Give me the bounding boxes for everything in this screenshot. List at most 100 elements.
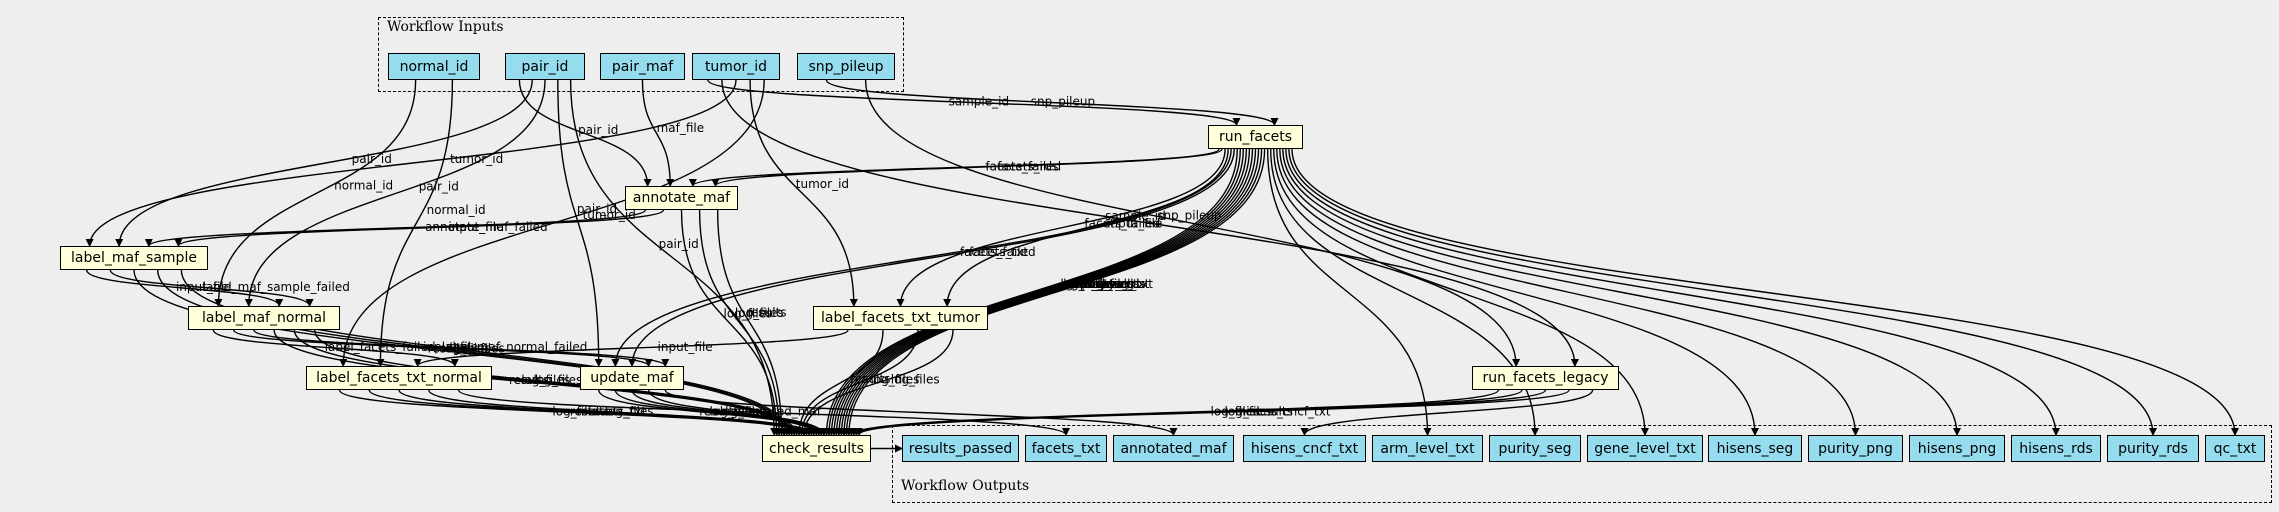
edge-annotate_maf-to-label_maf_sample	[144, 209, 647, 247]
edge-tumor_id-to-label_facets_txt_tumor	[749, 79, 858, 307]
edge-annotate_maf-to-label_maf_sample	[174, 209, 665, 247]
edge-run_facets-to-gene_level_txt	[1273, 148, 1649, 436]
output-facets-txt[interactable]: facets_txt	[1025, 435, 1107, 462]
step-label: annotate_maf	[632, 190, 731, 206]
edge-run_facets-to-annotate_maf	[711, 148, 1223, 187]
output-arm-level-txt[interactable]: arm_level_txt	[1372, 435, 1483, 462]
edge-run_facets-to-qc_txt	[1291, 148, 2239, 436]
edge-pair_id-to-check_results	[569, 79, 779, 436]
edge-update_maf-to-check_results	[631, 389, 826, 436]
edge-run_facets-to-check_results	[829, 148, 1248, 436]
edge-run_facets-to-hisens_rds	[1285, 148, 2060, 436]
edge-run_facets-to-hisens_seg	[1276, 148, 1759, 436]
edge-run_facets-to-update_maf	[611, 148, 1232, 367]
edge-update_maf-to-check_results	[598, 389, 821, 436]
edge-label_facets_txt_tumor-to-check_results	[800, 329, 954, 436]
output-hisens-seg[interactable]: hisens_seg	[1708, 435, 1802, 462]
output-annotated-maf[interactable]: annotated_maf	[1113, 435, 1234, 462]
edge-run_facets-to-check_results	[839, 148, 1260, 436]
step-update-maf[interactable]: update_maf	[580, 366, 684, 390]
step-check-results[interactable]: check_results	[762, 435, 871, 462]
output-label: facets_txt	[1031, 440, 1101, 457]
edge-tumor_id-to-label_maf_sample	[85, 79, 737, 247]
output-label: purity_seg	[1498, 440, 1572, 457]
step-label: label_maf_normal	[201, 310, 327, 326]
edge-snp_pileup-to-run_facets	[825, 79, 1279, 126]
edge-run_facets-to-purity_seg	[1270, 148, 1539, 436]
edge-label: normal_id	[334, 179, 393, 193]
input-label: snp_pileup	[808, 58, 884, 75]
output-hisens-rds[interactable]: hisens_rds	[2011, 435, 2101, 462]
input-label: normal_id	[399, 58, 469, 75]
output-purity-rds[interactable]: purity_rds	[2107, 435, 2199, 462]
step-run-facets[interactable]: run_facets	[1208, 125, 1303, 149]
output-label: hisens_rds	[2019, 440, 2093, 457]
edge-pair_id-to-label_maf_normal	[244, 79, 546, 307]
edge-label: pair_id	[352, 152, 392, 166]
edge-snp_pileup-to-run_facets_legacy	[864, 79, 1521, 367]
input-label: pair_maf	[611, 58, 674, 75]
edge-label: facets_txt	[969, 245, 1028, 259]
workflow-inputs-label: Workflow Inputs	[387, 19, 504, 35]
input-label: tumor_id	[704, 58, 768, 75]
output-gene-level-txt[interactable]: gene_level_txt	[1587, 435, 1703, 462]
edge-label: facets_rds	[997, 160, 1058, 174]
edge-label: results	[746, 305, 786, 319]
step-label: label_maf_sample	[71, 250, 197, 266]
step-label-facets-txt-tumor[interactable]: label_facets_txt_tumor	[813, 306, 988, 330]
edge-label_maf_sample-to-check_results	[180, 269, 794, 436]
output-label: hisens_png	[1917, 440, 1997, 457]
edge-run_facets-to-check_results	[844, 148, 1266, 436]
step-annotate-maf[interactable]: annotate_maf	[625, 186, 738, 210]
output-results-passed[interactable]: results_passed	[902, 435, 1019, 462]
edge-label: pair_id	[659, 237, 699, 251]
edge-label_facets_txt_tumor-to-check_results	[795, 329, 884, 436]
input-snp-pileup[interactable]: snp_pileup	[797, 53, 895, 80]
step-label-maf-sample[interactable]: label_maf_sample	[60, 246, 208, 270]
edge-run_facets_legacy-to-hisens_cncf_txt	[1300, 389, 1594, 436]
edge-label: pair_id	[578, 123, 618, 137]
output-hisens-png[interactable]: hisens_png	[1909, 435, 2005, 462]
output-purity-seg[interactable]: purity_seg	[1489, 435, 1581, 462]
edge-tumor_id-to-run_facets_legacy	[721, 79, 1579, 367]
step-label-maf-normal[interactable]: label_maf_normal	[188, 306, 340, 330]
output-label: gene_level_txt	[1594, 440, 1696, 457]
edge-run_facets-to-hisens_png	[1282, 148, 1961, 436]
step-label: run_facets	[1218, 129, 1293, 145]
input-normal-id[interactable]: normal_id	[388, 53, 480, 80]
edge-label: maf_file	[657, 121, 705, 135]
edge-label_facets_txt_normal-to-facets_txt	[457, 389, 1070, 436]
edge-label: normal_id	[427, 203, 486, 217]
input-pair-id[interactable]: pair_id	[505, 53, 585, 80]
edge-label_maf_normal-to-check_results	[273, 329, 796, 436]
edge-pair_id-to-update_maf	[557, 79, 603, 367]
edge-label: log_files	[533, 373, 582, 387]
edge-label: label_maf_normal_failed	[442, 340, 588, 354]
step-run-facets-legacy[interactable]: run_facets_legacy	[1472, 366, 1619, 390]
edge-update_maf-to-check_results	[614, 389, 823, 436]
output-hisens-cncf-txt[interactable]: hisens_cncf_txt	[1243, 435, 1366, 462]
output-label: purity_rds	[2118, 440, 2188, 457]
edge-label_facets_txt_normal-to-check_results	[368, 389, 813, 436]
edge-tumor_id-to-label_facets_txt_normal	[339, 79, 765, 367]
step-label-facets-txt-normal[interactable]: label_facets_txt_normal	[306, 366, 492, 390]
input-pair-maf[interactable]: pair_maf	[600, 53, 685, 80]
output-qc-txt[interactable]: qc_txt	[2205, 435, 2265, 462]
edge-label: tumor_id	[450, 152, 503, 166]
edge-annotate_maf-to-check_results	[680, 209, 781, 436]
workflow-outputs-cluster: Workflow Outputs	[892, 425, 2272, 503]
edge-label: facets_failed	[1084, 216, 1160, 230]
edge-label_maf_sample-to-label_maf_normal	[85, 269, 284, 307]
input-tumor-id[interactable]: tumor_id	[692, 53, 780, 80]
edge-run_facets-to-check_results	[837, 148, 1257, 436]
edge-label_maf_sample-to-check_results	[133, 269, 789, 436]
output-purity-png[interactable]: purity_png	[1808, 435, 1903, 462]
output-label: hisens_cncf_txt	[1250, 440, 1359, 457]
edge-annotate_maf-to-check_results	[716, 209, 786, 436]
edge-label: facets_failed	[985, 160, 1061, 174]
edge-run_facets-to-check_results	[842, 148, 1263, 436]
edge-label: pair_id	[577, 202, 617, 216]
step-label: update_maf	[590, 370, 674, 386]
